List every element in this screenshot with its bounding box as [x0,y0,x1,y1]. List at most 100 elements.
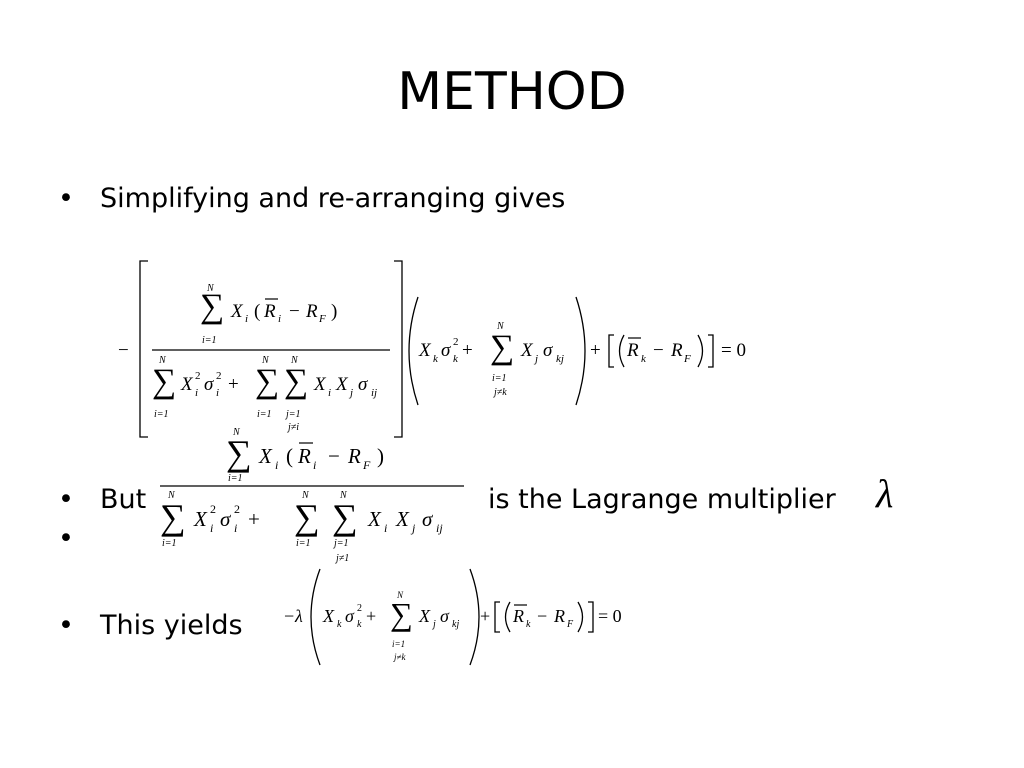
bullet-item-4: • This yields [58,609,243,643]
svg-text:F: F [362,458,371,472]
svg-text:X: X [520,340,534,361]
equation-3: − λ X k σ 2 k + ∑ N i=1 j≠k X j σ kj + R… [282,565,642,675]
svg-text:R: R [297,444,311,468]
svg-text:∑: ∑ [226,433,252,473]
svg-text:N: N [301,490,310,501]
svg-text:σ: σ [358,374,368,395]
bullet-text: Simplifying and re-arranging gives [100,183,566,214]
svg-text:σ: σ [345,606,355,626]
svg-text:j=1: j=1 [332,538,349,549]
bullet-text: This yields [100,610,243,641]
bullet-item-3: • [58,522,100,556]
svg-text:−: − [118,340,129,361]
svg-text:X: X [313,374,327,395]
svg-text:+: + [366,606,376,626]
svg-text:i: i [278,313,281,325]
svg-text:i: i [384,521,387,535]
svg-text:k: k [433,353,439,365]
svg-text:∑: ∑ [160,497,186,537]
svg-text:j≠k: j≠k [393,652,406,662]
svg-text:X: X [322,606,335,626]
svg-text:i: i [195,387,198,399]
svg-text:i=1: i=1 [228,473,243,484]
svg-text:): ) [331,301,337,322]
svg-text:F: F [318,313,326,325]
svg-text:σ: σ [440,606,450,626]
bullet-text: But [100,484,147,515]
svg-text:i=1: i=1 [492,373,507,384]
svg-text:k: k [357,619,362,630]
svg-text:N: N [232,427,241,438]
svg-text:∑: ∑ [490,329,514,366]
svg-text:2: 2 [453,336,459,348]
svg-text:λ: λ [294,606,303,626]
svg-text:+: + [248,507,260,531]
svg-text:k: k [453,353,459,365]
svg-text:j≠1: j≠1 [334,553,349,564]
svg-text:∑: ∑ [390,596,413,632]
svg-text:R: R [670,340,683,361]
svg-text:∑: ∑ [152,363,176,400]
svg-text:j: j [431,619,436,630]
bullet-dot: • [58,484,74,515]
svg-text:X: X [230,301,244,322]
lagrange-text: is the Lagrange multiplier [488,484,836,515]
svg-text:i: i [245,313,248,325]
svg-text:−: − [289,301,300,322]
svg-text:i: i [328,387,331,399]
svg-text:R: R [263,301,276,322]
svg-text:j≠i: j≠i [286,422,299,433]
svg-text:+: + [480,606,490,626]
svg-text:−: − [284,606,294,626]
svg-text:−: − [537,606,547,626]
svg-text:kj: kj [452,619,459,630]
svg-text:= 0: = 0 [598,606,622,626]
svg-text:+: + [462,340,473,361]
lambda-symbol: λ [876,471,894,516]
svg-text:= 0: = 0 [721,340,746,361]
svg-text:2: 2 [210,502,216,516]
svg-text:j: j [348,387,353,399]
svg-text:∑: ∑ [294,497,320,537]
svg-text:N: N [158,355,167,366]
svg-text:2: 2 [195,370,201,382]
svg-text:−: − [653,340,664,361]
svg-text:ij: ij [436,521,443,535]
svg-text:i: i [216,387,219,399]
svg-text:F: F [683,353,691,365]
svg-text:i: i [234,521,237,535]
svg-text:X: X [418,606,431,626]
svg-text:X: X [418,340,432,361]
bullet-item-1: • Simplifying and re-arranging gives [58,182,565,216]
svg-text:σ: σ [204,374,214,395]
svg-text:i=1: i=1 [154,409,169,420]
svg-text:R: R [626,340,639,361]
svg-text:∑: ∑ [255,363,279,400]
svg-text:σ: σ [220,507,232,531]
svg-text:2: 2 [234,502,240,516]
svg-text:2: 2 [216,370,222,382]
svg-text:X: X [335,374,349,395]
bullet-dot: • [58,610,74,641]
svg-text:2: 2 [357,603,362,614]
svg-text:X: X [258,444,273,468]
svg-text:+: + [228,374,239,395]
svg-text:N: N [339,490,348,501]
svg-text:F: F [566,619,574,630]
bullet-item-2: • But [58,483,146,517]
svg-text:X: X [193,507,208,531]
equation-1: − ∑ N i=1 X i ( R i − R F ) ∑ N i=1 X 2 … [118,255,768,445]
svg-text:j: j [533,353,538,365]
svg-text:i: i [313,458,316,472]
svg-text:N: N [261,355,270,366]
bullet-dot: • [58,183,74,214]
svg-text:R: R [553,606,565,626]
svg-text:R: R [305,301,318,322]
svg-text:k: k [526,619,531,630]
svg-text:N: N [167,490,176,501]
bullet-dot: • [58,523,74,554]
svg-text:−: − [328,444,340,468]
svg-text:N: N [396,590,404,600]
svg-text:X: X [367,507,382,531]
svg-text:σ: σ [441,340,451,361]
